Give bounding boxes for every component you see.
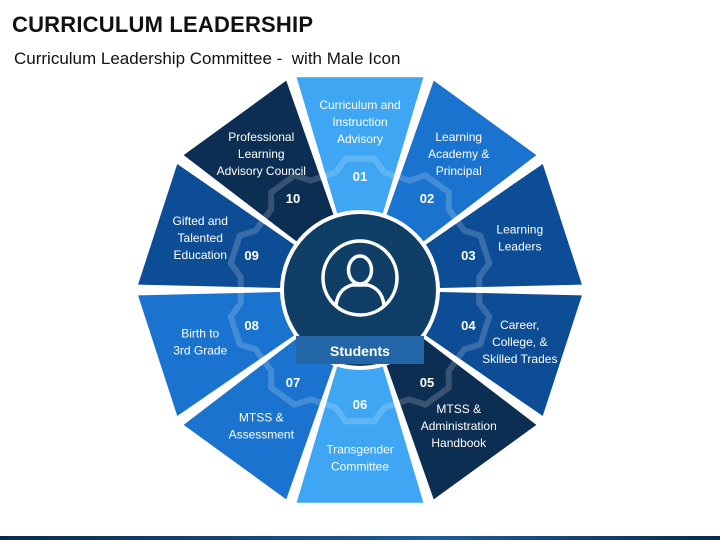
- wheel-segment-02: [386, 80, 537, 242]
- segment-label-line: Learning: [496, 223, 543, 237]
- segment-label-line: Curriculum and: [319, 98, 400, 112]
- wheel-segment-06: [296, 366, 424, 503]
- segment-label-line: Birth to: [181, 326, 219, 340]
- wheel-segment-03: [425, 163, 582, 289]
- segment-label-line: Skilled Trades: [482, 352, 557, 366]
- segment-number-10: 10: [286, 191, 300, 206]
- hub-label: Students: [330, 343, 390, 359]
- segment-number-06: 06: [353, 397, 367, 412]
- wheel-segment-08: [138, 291, 295, 417]
- segment-label-line: 3rd Grade: [173, 343, 227, 357]
- segment-number-02: 02: [420, 191, 434, 206]
- segment-label-line: Advisory Council: [217, 164, 306, 178]
- segment-label-line: MTSS &: [436, 402, 481, 416]
- segment-label-line: Talented: [178, 231, 223, 245]
- hub-circle: [284, 214, 436, 366]
- gear-outline-icon: [227, 155, 493, 425]
- wheel-segment-09: [138, 163, 295, 289]
- segment-label-line: Instruction: [332, 115, 387, 129]
- segment-number-05: 05: [420, 375, 434, 390]
- segment-label-line: Education: [174, 248, 227, 262]
- segment-label-line: Professional: [228, 130, 294, 144]
- segment-label-line: College, &: [492, 335, 547, 349]
- segment-label-04: Career, College, & Skilled Trades: [482, 318, 557, 366]
- segment-number-08: 08: [244, 318, 258, 333]
- segment-number-03: 03: [461, 248, 475, 263]
- bottom-accent-bar: [0, 536, 720, 540]
- segment-number-01: 01: [353, 169, 367, 184]
- segment-label-08: Birth to 3rd Grade: [173, 326, 227, 357]
- segment-label-07: MTSS & Assessment: [229, 410, 295, 441]
- segment-label-line: Committee: [331, 460, 389, 474]
- segment-number-09: 09: [244, 248, 258, 263]
- segment-label-line: Learning: [435, 130, 482, 144]
- segment-label-line: Learning: [238, 147, 285, 161]
- segment-label-line: Administration: [421, 419, 497, 433]
- wheel-segment-10: [183, 80, 334, 242]
- segment-label-line: MTSS &: [239, 410, 284, 424]
- segment-number-07: 07: [286, 375, 300, 390]
- segment-label-line: Advisory: [337, 132, 383, 146]
- page-title: CURRICULUM LEADERSHIP: [12, 12, 314, 37]
- wheel-segment-05: [386, 338, 537, 500]
- segment-label-line: Handbook: [431, 436, 487, 450]
- segment-label-line: Assessment: [229, 427, 295, 441]
- segment-label-line: Transgender: [326, 443, 394, 457]
- wheel-segment-07: [183, 338, 334, 500]
- segment-label-line: Career,: [500, 318, 539, 332]
- page-subtitle: Curriculum Leadership Committee - with M…: [14, 49, 401, 68]
- segment-label-line: Gifted and: [173, 214, 228, 228]
- wheel-segment-01: [296, 77, 424, 214]
- segment-number-04: 04: [461, 318, 476, 333]
- hub-label-band: [296, 336, 424, 364]
- segment-label-line: Academy &: [428, 147, 489, 161]
- wheel-segment-04: [425, 291, 582, 417]
- segment-label-line: Leaders: [498, 240, 541, 254]
- male-user-icon: [321, 239, 399, 317]
- segment-label-line: Principal: [436, 164, 482, 178]
